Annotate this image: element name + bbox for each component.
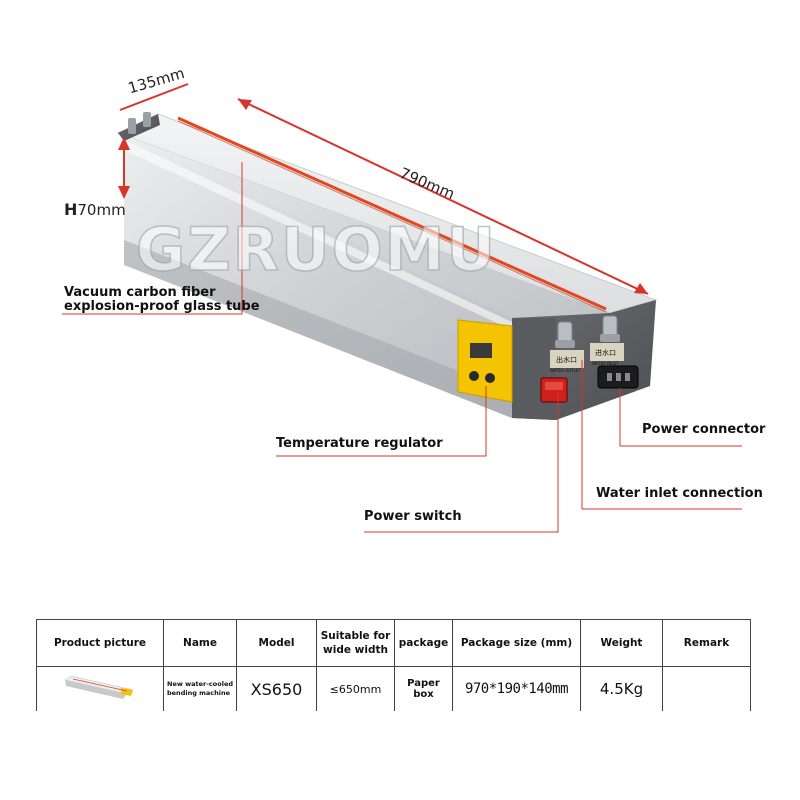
product-package: Paper box bbox=[394, 666, 453, 711]
header-package: package bbox=[394, 619, 453, 667]
power-switch-label: Power switch bbox=[364, 509, 462, 524]
height-value: 70mm bbox=[77, 201, 126, 219]
outlet-label bbox=[550, 350, 584, 368]
heater-body bbox=[116, 112, 658, 418]
water-inlet-label: Water inlet connection bbox=[596, 486, 763, 501]
header-weight: Weight bbox=[580, 619, 663, 667]
tube-callout-line1: Vacuum carbon fiber bbox=[64, 285, 216, 300]
header-package-size: Package size (mm) bbox=[452, 619, 581, 667]
header-suitable-width: Suitable for wide width bbox=[316, 619, 395, 667]
product-width: ≤650mm bbox=[316, 666, 395, 711]
width-dimension-arrow bbox=[119, 83, 189, 111]
height-dimension-label: H70mm bbox=[64, 200, 126, 219]
watermark: GZRUOMU bbox=[136, 215, 497, 285]
temperature-callout-line bbox=[276, 386, 487, 457]
table-header-row: Product picture Name Model Suitable for … bbox=[36, 619, 751, 667]
temperature-regulator[interactable] bbox=[457, 319, 513, 403]
product-name: New water-cooled bending machine bbox=[163, 666, 237, 711]
height-prefix: H bbox=[64, 200, 78, 219]
header-product-picture: Product picture bbox=[36, 619, 164, 667]
product-illustration: GZRUOMU 出水口 进水口 WATER OUTLET WATER INLET bbox=[62, 83, 742, 533]
water-outlet-nozzle bbox=[555, 321, 575, 348]
left-water-nozzle bbox=[128, 118, 136, 134]
inlet-label bbox=[590, 343, 624, 361]
product-package-size: 970*190*140mm bbox=[452, 666, 581, 711]
product-weight: 4.5Kg bbox=[580, 666, 663, 711]
inlet-label-cn: 进水口 bbox=[595, 348, 616, 357]
carbon-fiber-tube bbox=[177, 116, 607, 311]
length-dimension-arrow bbox=[237, 98, 649, 295]
product-thumbnail bbox=[64, 675, 134, 699]
power-switch-callout-line bbox=[364, 392, 559, 533]
left-water-nozzle-2 bbox=[143, 112, 151, 127]
outlet-label-en: WATER OUTLET bbox=[550, 368, 581, 373]
outlet-label-cn: 出水口 bbox=[556, 355, 577, 364]
header-model: Model bbox=[236, 619, 317, 667]
power-connector-label: Power connector bbox=[642, 422, 766, 437]
callout-lines bbox=[62, 162, 742, 533]
height-dimension-arrow bbox=[118, 137, 130, 199]
inlet-label-en: WATER INLET bbox=[592, 361, 619, 366]
product-model: XS650 bbox=[236, 666, 317, 711]
product-thumbnail-cell bbox=[36, 666, 164, 711]
tube-callout-line bbox=[62, 162, 243, 315]
header-name: Name bbox=[163, 619, 237, 667]
table-row: New water-cooled bending machine XS650 ≤… bbox=[36, 666, 751, 711]
water-inlet-nozzle bbox=[600, 315, 620, 342]
header-remark: Remark bbox=[662, 619, 751, 667]
temperature-regulator-label: Temperature regulator bbox=[276, 436, 443, 451]
end-panel bbox=[512, 300, 656, 420]
tube-callout-line2: explosion-proof glass tube bbox=[64, 299, 260, 314]
product-remark bbox=[662, 666, 751, 711]
spec-table: Product picture Name Model Suitable for … bbox=[36, 619, 751, 711]
power-connector bbox=[597, 365, 639, 389]
tube-callout-label: Vacuum carbon fiber explosion-proof glas… bbox=[64, 286, 260, 314]
